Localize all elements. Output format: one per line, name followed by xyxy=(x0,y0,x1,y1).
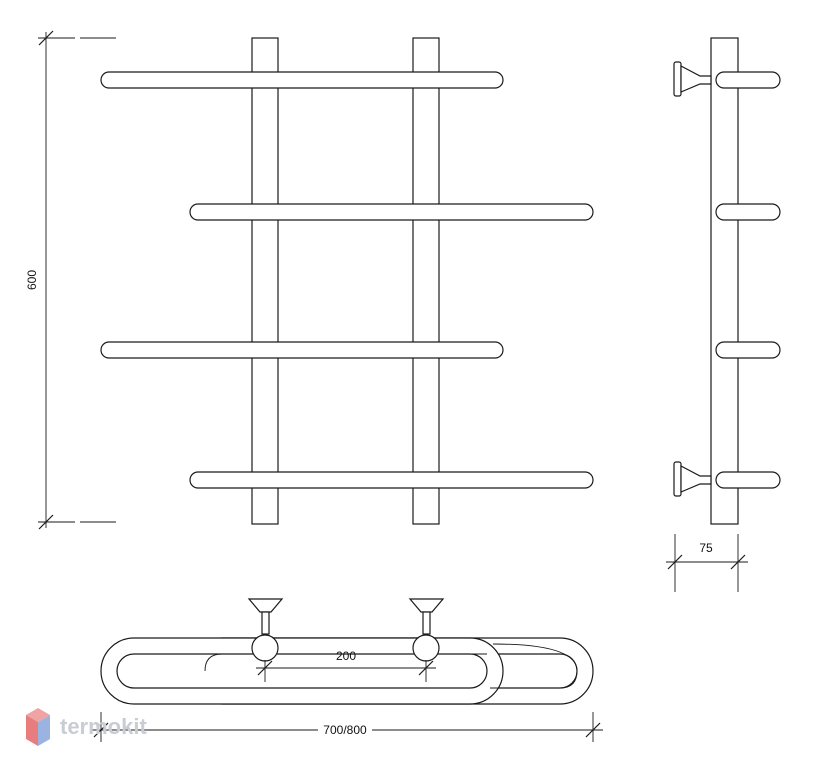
front-bar-3 xyxy=(100,341,504,359)
hexagon-logo-icon xyxy=(26,708,50,746)
height-label: 600 xyxy=(25,270,39,290)
depth-dimension: 75 xyxy=(666,534,748,592)
logo-text: termokit xyxy=(60,714,147,739)
termokit-logo: termokit xyxy=(26,708,147,746)
front-right-pipe xyxy=(412,37,440,525)
height-dimension: 600 xyxy=(25,30,116,530)
side-bar-1 xyxy=(715,71,781,89)
top-mount-left xyxy=(247,598,284,662)
side-pipe xyxy=(710,37,739,525)
side-bar-2 xyxy=(715,203,781,221)
top-view xyxy=(100,598,594,705)
width-dimension: 700/800 xyxy=(90,712,603,742)
front-view xyxy=(100,37,594,525)
side-view xyxy=(673,37,781,525)
spacing-label: 200 xyxy=(336,649,356,663)
front-left-pipe xyxy=(251,37,279,525)
front-bar-1 xyxy=(100,71,504,89)
side-bar-4 xyxy=(715,471,781,489)
side-bracket-bottom xyxy=(673,461,712,497)
depth-label: 75 xyxy=(699,541,713,555)
front-bar-4 xyxy=(189,471,594,489)
spacing-dimension: 200 xyxy=(256,649,436,682)
width-label: 700/800 xyxy=(323,723,367,737)
side-bracket-top xyxy=(673,61,712,97)
front-bar-2 xyxy=(189,203,594,221)
side-bar-3 xyxy=(715,341,781,359)
top-mount-right xyxy=(408,598,445,662)
